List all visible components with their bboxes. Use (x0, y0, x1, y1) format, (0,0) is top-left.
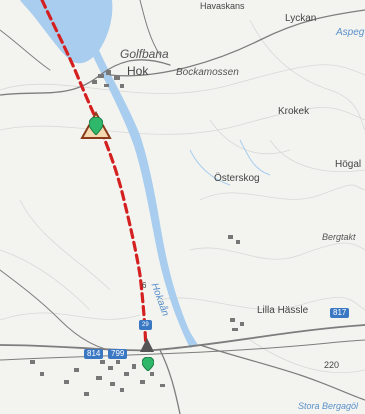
railway (0, 339, 365, 361)
label-lyckan: Lyckan (285, 13, 317, 24)
label-stora-bergagol: Stora Bergagöl (298, 401, 359, 411)
start-pin-icon[interactable] (142, 357, 154, 371)
label-road-220: 220 (324, 360, 340, 370)
label-hok: Hok (127, 64, 149, 78)
label-hogal: Högal (335, 159, 362, 170)
road-shield-814: 814 (84, 349, 104, 359)
route-line[interactable] (40, 0, 148, 352)
road-shield-small: 29 (139, 320, 152, 330)
start-flag-icon[interactable] (139, 336, 155, 354)
label-spot-6: 6 (142, 281, 147, 290)
road-shield-799: 799 (108, 349, 128, 359)
label-osterskog: Österskog (214, 173, 260, 184)
label-aspeg: Aspeg (336, 27, 365, 38)
label-bockamossen: Bockamossen (176, 67, 239, 78)
lake (20, 0, 113, 64)
label-lilla-hassle: Lilla Hässle (257, 305, 309, 316)
stream (189, 139, 271, 186)
label-krokek: Krokek (278, 106, 310, 117)
road-shield-817: 817 (330, 308, 350, 318)
label-bergtakt: Bergtakt (322, 232, 356, 242)
buildings (30, 70, 244, 396)
label-golfbana: Golfbana (120, 47, 169, 61)
location-pin-icon[interactable] (89, 117, 103, 135)
terrain-contours (0, 19, 365, 374)
label-havaskans: Havaskans (200, 1, 245, 11)
